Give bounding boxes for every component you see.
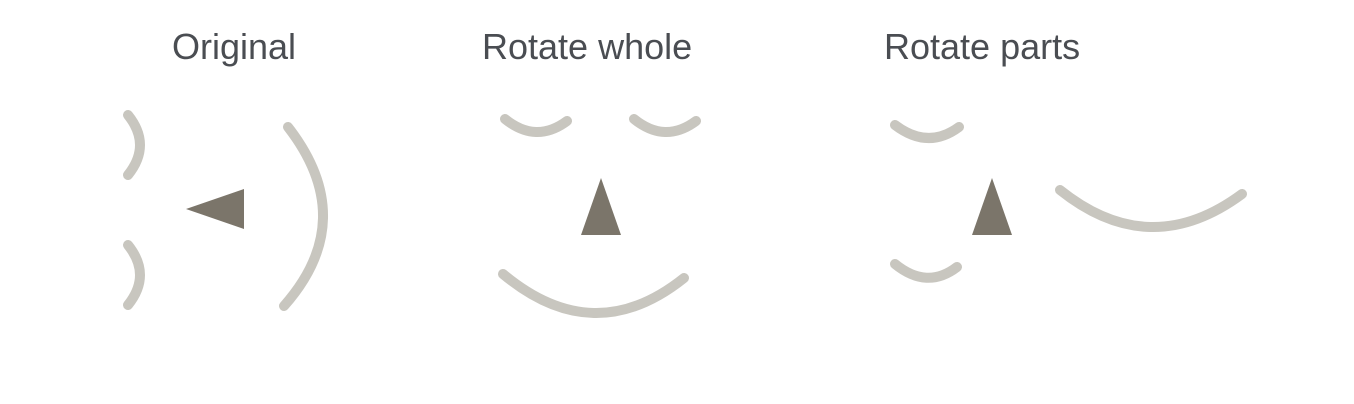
nose-triangle xyxy=(581,178,621,235)
panel-original xyxy=(123,110,328,311)
panel-title-original: Original xyxy=(172,26,297,67)
eye-bottom-arc xyxy=(123,240,145,310)
nose-triangle xyxy=(972,178,1012,235)
eye-right-arc xyxy=(629,114,701,137)
panel-title-rotate-parts: Rotate parts xyxy=(884,26,1081,67)
panel-rotate-whole xyxy=(498,114,701,318)
mouth-arc xyxy=(1055,185,1247,232)
eye-top-arc xyxy=(890,120,964,143)
nose-triangle xyxy=(186,189,244,229)
mouth-arc xyxy=(279,122,328,311)
eye-top-arc xyxy=(123,110,145,180)
panel-rotate-parts xyxy=(890,120,1247,283)
panel-title-rotate-whole: Rotate whole xyxy=(482,26,693,67)
mouth-arc xyxy=(498,269,689,318)
eye-bottom-arc xyxy=(890,259,962,283)
eye-left-arc xyxy=(500,114,572,137)
